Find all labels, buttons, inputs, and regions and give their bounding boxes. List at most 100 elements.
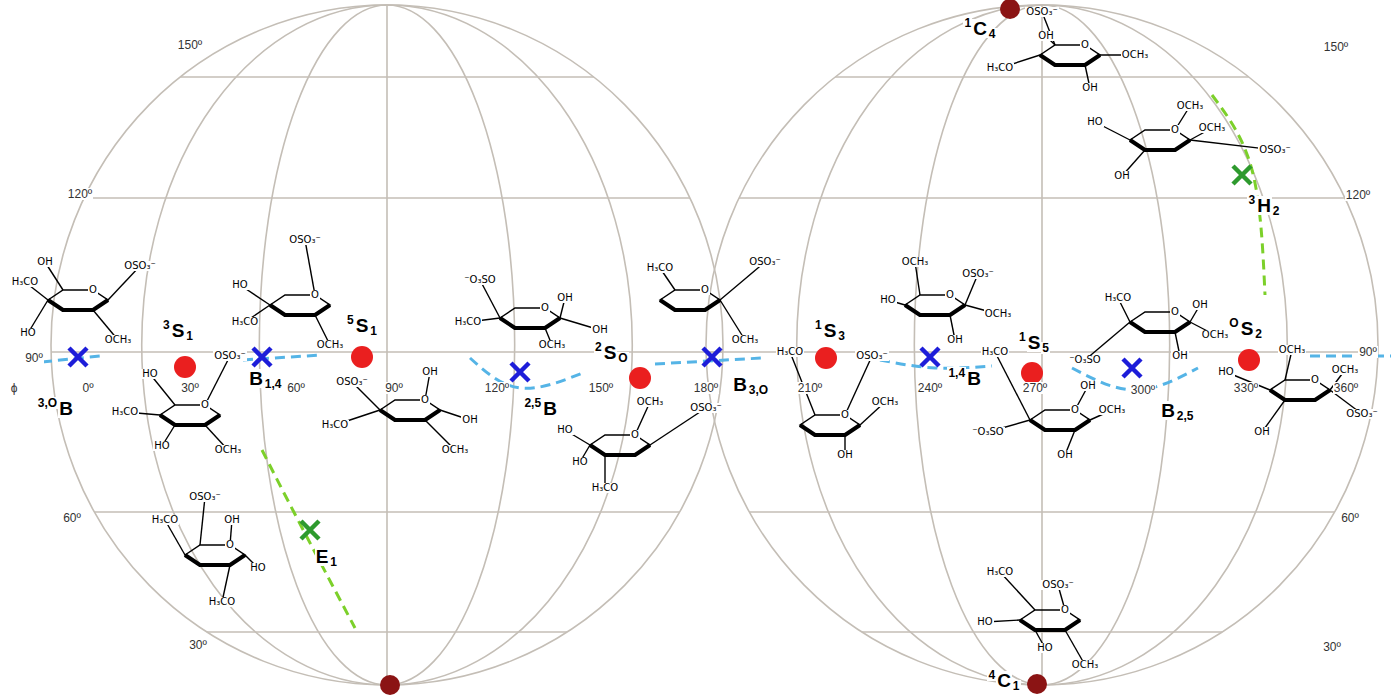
axis-label: 300º	[1130, 384, 1156, 396]
bond	[720, 262, 765, 300]
chair-dot	[1000, 0, 1020, 19]
parallel	[749, 511, 1334, 513]
atom-label: HO	[879, 295, 896, 305]
meridian	[142, 5, 633, 685]
conformer-index: 1	[185, 330, 194, 342]
atom-label: HO	[571, 457, 588, 467]
boat-marker	[253, 348, 271, 366]
conformer-label: S	[171, 321, 186, 340]
pyranose-ring	[1130, 312, 1190, 332]
pyranose-ring	[1030, 410, 1090, 430]
ring-front-edge	[270, 305, 330, 315]
atom-label: H₃CO	[646, 263, 674, 273]
atom-label: H₃CO	[776, 347, 804, 357]
ring-front-edge	[1130, 322, 1190, 332]
atom-label: H₃CO	[1104, 293, 1132, 303]
boat-marker	[703, 348, 721, 366]
atom-label: OH	[946, 335, 963, 345]
ring-front-edge	[500, 318, 560, 328]
envelope-marker	[301, 521, 319, 539]
conformer-label: B	[542, 399, 558, 418]
bond	[200, 497, 205, 545]
pseudorotation-path	[243, 355, 322, 360]
atom-label: OCH₃	[441, 445, 469, 455]
atom-label: H₃CO	[986, 63, 1014, 73]
boat-marker	[1123, 359, 1141, 377]
atom-label: OCH₃	[1198, 123, 1226, 133]
atom-label: OCH₃	[538, 340, 566, 350]
axis-label: 30º	[180, 382, 200, 394]
parallel	[835, 76, 1249, 78]
ring-front-edge	[800, 425, 860, 435]
atom-label: OSO₃⁻	[1041, 580, 1074, 590]
conformer-label: S	[603, 343, 618, 362]
conformer-index: 2	[594, 341, 603, 353]
bond	[720, 300, 745, 340]
parallel	[207, 631, 567, 633]
atom-label: H₃CO	[591, 483, 619, 493]
bond	[480, 280, 500, 318]
atom-label: OCH₃	[901, 257, 929, 267]
atom-label: OH	[1079, 381, 1096, 391]
axis-label: 150º	[588, 382, 614, 394]
conformer-index: 2	[1254, 328, 1263, 340]
conformer-label: S	[1240, 319, 1255, 338]
ring-front-edge	[1030, 420, 1090, 430]
minimum-dot	[629, 367, 651, 389]
ring-oxygen: O	[88, 285, 98, 295]
bond	[1000, 572, 1035, 610]
atom-label: OH	[421, 367, 438, 377]
atom-label: ⁻O₃SO	[971, 427, 1004, 437]
ring-oxygen: O	[1060, 605, 1070, 615]
conformer-label: H	[1256, 196, 1272, 215]
axis-label: 30º	[1322, 641, 1342, 653]
axis-label: 270º	[1022, 382, 1048, 394]
parallel	[180, 76, 594, 78]
atom-label: OH	[556, 293, 573, 303]
conformer-label: C	[972, 19, 988, 38]
conformer-index: 1	[1018, 331, 1027, 343]
pyranose-ring	[1020, 610, 1080, 630]
sphere-outline	[706, 5, 1378, 685]
atom-label: HO	[1086, 117, 1103, 127]
atom-label: OSO₃⁻	[1258, 145, 1291, 155]
pyranose-ring	[660, 290, 720, 310]
ring-front-edge	[1020, 620, 1080, 630]
axis-label: 90º	[1358, 346, 1378, 358]
pyranose-ring	[270, 295, 330, 315]
conformer-index: 3,O	[37, 397, 58, 409]
conformer-index: 2,5	[523, 397, 542, 409]
atom-label: OCH₃	[1071, 660, 1099, 670]
atom-label: OH	[1037, 31, 1054, 41]
ring-front-edge	[905, 305, 965, 315]
axis-label: 180º	[693, 382, 719, 394]
ring-oxygen: O	[630, 430, 640, 440]
ring-oxygen: O	[700, 285, 710, 295]
conformer-label: B	[58, 399, 74, 418]
axis-label: 30º	[188, 639, 208, 651]
ring-front-edge	[185, 555, 245, 565]
atom-label: OCH₃	[104, 335, 132, 345]
atom-label: OH	[1171, 351, 1188, 361]
conformer-label: C	[996, 671, 1012, 690]
conformer-index: 2	[1272, 205, 1281, 217]
conformer-label: E	[315, 547, 330, 566]
minimum-dot	[351, 346, 373, 368]
conformer-index: 1	[1012, 680, 1021, 692]
boat-marker	[511, 363, 529, 381]
ring-oxygen: O	[840, 410, 850, 420]
sphere-outline	[51, 5, 723, 685]
ring-oxygen: O	[540, 303, 550, 313]
atom-label: OSO₃⁻	[1025, 7, 1058, 17]
atom-label: OCH₃	[871, 397, 899, 407]
ring-oxygen: O	[1080, 40, 1090, 50]
conformer-index: O	[617, 352, 628, 364]
atom-label: OSO₃⁻	[213, 351, 246, 361]
atom-label: OCH₃	[984, 309, 1012, 319]
atom-label: OH	[1113, 171, 1130, 181]
conformer-index: O	[1228, 317, 1239, 329]
atom-label: HO	[1036, 643, 1053, 653]
conformer-label: B	[966, 369, 982, 388]
atom-label: H₃CO	[111, 407, 139, 417]
